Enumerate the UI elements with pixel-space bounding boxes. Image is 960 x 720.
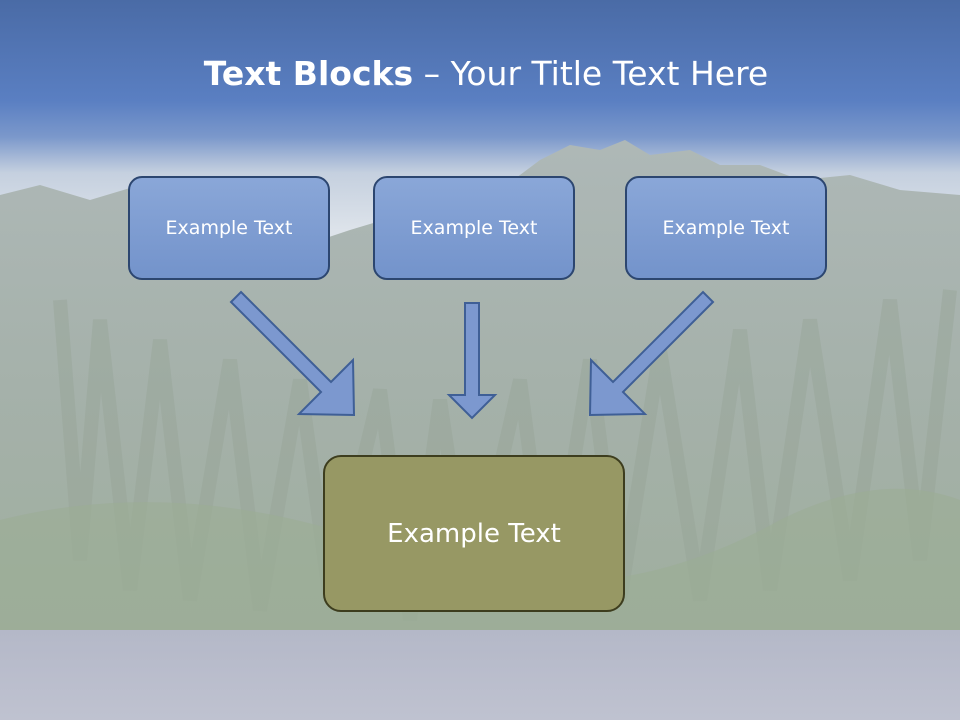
text-block-main-label: Example Text (387, 518, 561, 549)
text-block-main[interactable]: Example Text (323, 455, 625, 612)
title-rest-text: Your Title Text Here (450, 54, 769, 93)
arrow-middle-to-main (446, 302, 498, 420)
arrow-left-to-main (229, 290, 356, 417)
text-block-right-label: Example Text (662, 217, 790, 239)
title-bold-text: Text Blocks (203, 54, 414, 93)
text-block-right[interactable]: Example Text (625, 176, 827, 280)
text-block-left-label: Example Text (165, 217, 293, 239)
text-block-left[interactable]: Example Text (128, 176, 330, 280)
arrow-right-to-main (588, 290, 715, 417)
slide-title: Text Blocks – Your Title Text Here (0, 54, 960, 93)
text-block-middle[interactable]: Example Text (373, 176, 575, 280)
title-separator: – (413, 54, 451, 93)
text-block-middle-label: Example Text (410, 217, 538, 239)
